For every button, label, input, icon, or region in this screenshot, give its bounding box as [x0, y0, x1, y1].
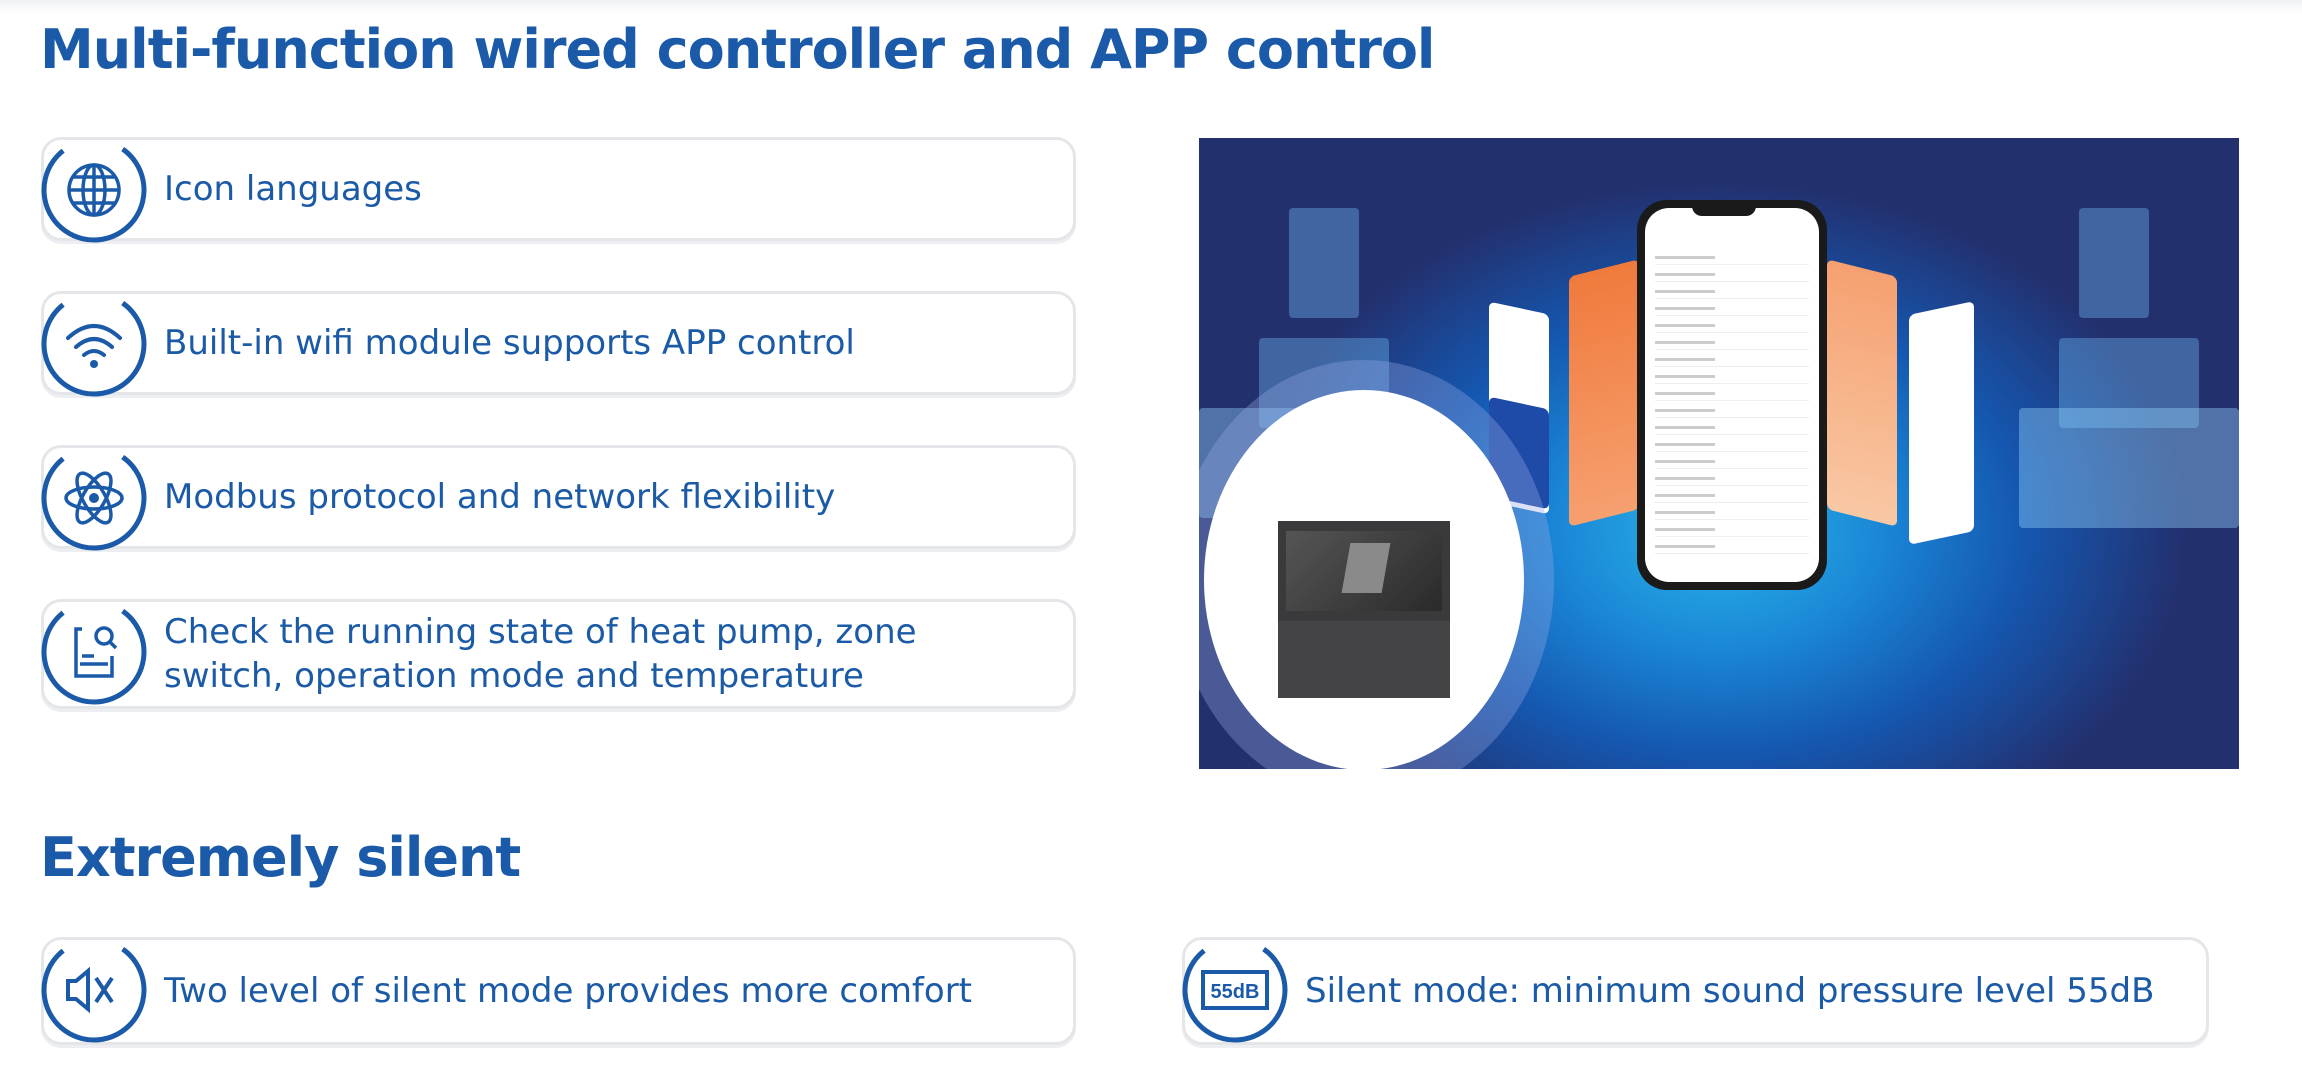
section-title-silent: Extremely silent: [40, 826, 521, 889]
feature-card-silent-mode: Two level of silent mode provides more c…: [41, 937, 1076, 1045]
floating-panel: [2019, 408, 2239, 528]
wifi-icon: [41, 291, 147, 397]
smartphone: [1637, 200, 1827, 590]
feature-card-wifi: Built-in wifi module supports APP contro…: [41, 291, 1076, 397]
feature-card-modbus: Modbus protocol and network flexibility: [41, 445, 1076, 551]
feature-label: Two level of silent mode provides more c…: [164, 971, 973, 1011]
decibel-badge: 55dB: [1211, 981, 1260, 1003]
feature-label: Icon languages: [164, 169, 422, 209]
decibel-icon: 55dB: [1182, 937, 1288, 1043]
feature-label: Check the running state of heat pump, zo…: [164, 612, 917, 696]
app-control-illustration: [1199, 138, 2239, 769]
wired-controller: [1278, 521, 1450, 698]
app-screen-orange-left: [1569, 259, 1639, 527]
section-title-controller: Multi-function wired controller and APP …: [40, 18, 1435, 81]
feature-label: Modbus protocol and network flexibility: [164, 477, 836, 517]
floating-panel: [2079, 208, 2149, 318]
globe-icon: [41, 137, 147, 243]
mute-speaker-icon: [41, 937, 147, 1043]
document-search-icon: [41, 599, 147, 705]
floating-panel: [2059, 338, 2199, 428]
feature-card-sound-pressure: 55dB Silent mode: minimum sound pressure…: [1182, 937, 2209, 1045]
top-fade: [0, 0, 2302, 14]
feature-label: Built-in wifi module supports APP contro…: [164, 323, 855, 363]
feature-card-running-state: Check the running state of heat pump, zo…: [41, 599, 1076, 709]
feature-card-languages: Icon languages: [41, 137, 1076, 243]
floating-panel: [1289, 208, 1359, 318]
atom-icon: [41, 445, 147, 551]
app-screen-orange-right: [1827, 259, 1897, 527]
app-screen-right: [1909, 301, 1974, 545]
feature-label: Silent mode: minimum sound pressure leve…: [1305, 971, 2155, 1011]
